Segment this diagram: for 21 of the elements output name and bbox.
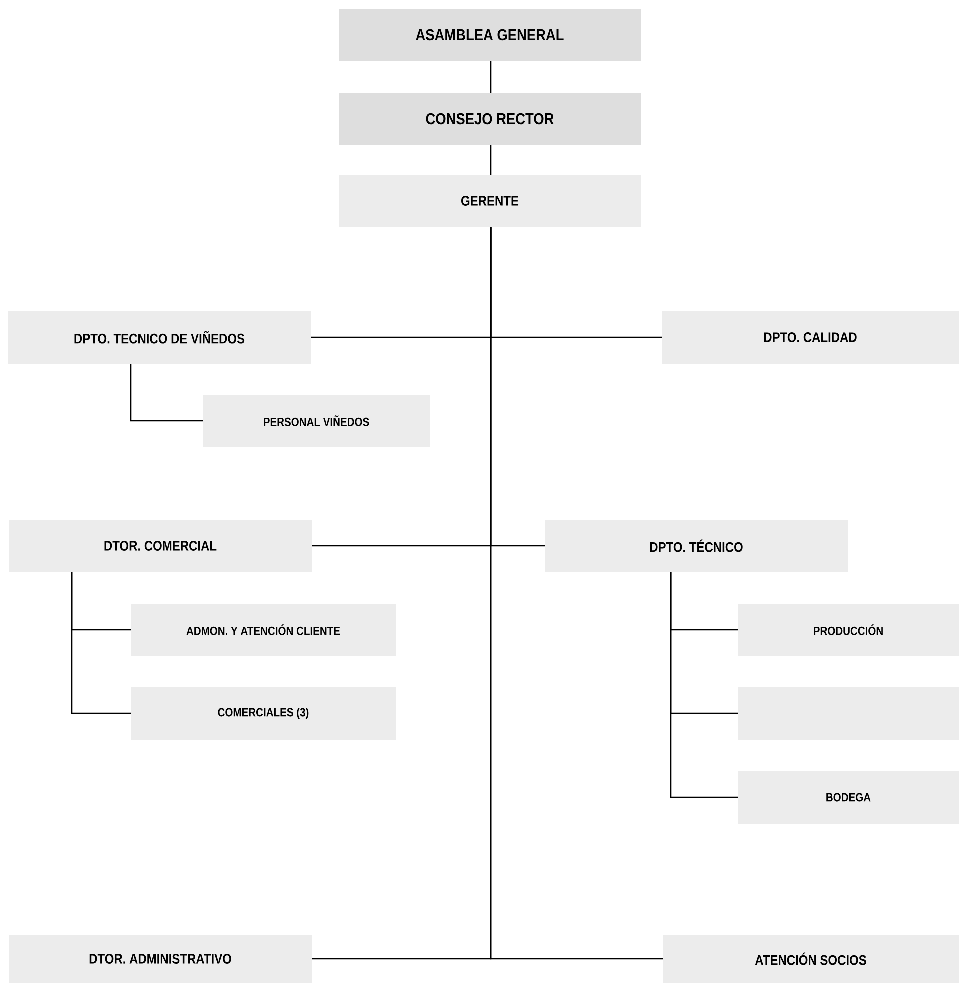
org-box: GERENTE <box>339 175 641 227</box>
org-box: ADMON. Y ATENCIÓN CLIENTE <box>131 604 396 656</box>
org-box: COMERCIALES (3) <box>131 687 396 740</box>
org-box: DTOR. COMERCIAL <box>9 520 312 572</box>
org-box: PRODUCCIÓN <box>738 604 959 656</box>
connector-line <box>490 145 492 175</box>
org-box: DPTO. TECNICO DE VIÑEDOS <box>8 311 311 364</box>
connector-line <box>130 364 203 422</box>
org-box: DPTO. CALIDAD <box>662 311 959 364</box>
org-box: ATENCIÓN SOCIOS <box>663 935 959 983</box>
org-box: DPTO. TÉCNICO <box>545 520 848 572</box>
org-box: PERSONAL VIÑEDOS <box>203 395 430 447</box>
org-box: BODEGA <box>738 771 959 824</box>
org-box: DTOR. ADMINISTRATIVO <box>9 935 312 983</box>
connector-line <box>71 572 131 714</box>
org-box: ASAMBLEA GENERAL <box>339 9 641 61</box>
connector-line <box>490 227 663 960</box>
org-box: CONSEJO RECTOR <box>339 93 641 145</box>
connector-line <box>670 572 738 798</box>
empty-box <box>738 687 959 740</box>
connector-line <box>490 61 492 93</box>
